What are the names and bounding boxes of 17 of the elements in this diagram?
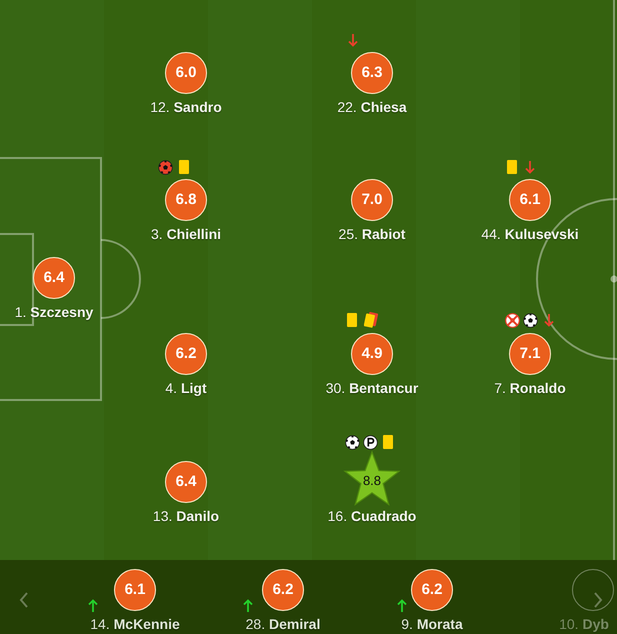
player-name: 3. Chiellini bbox=[150, 226, 222, 242]
player-name: 1. Szczesny bbox=[14, 304, 94, 320]
player-name: 4. Ligt bbox=[165, 380, 207, 396]
star-rating-badge: 8.8 bbox=[343, 451, 401, 506]
player-name: 7. Ronaldo bbox=[494, 380, 566, 396]
player-name: 9. Morata bbox=[401, 616, 463, 632]
player-name: 12. Sandro bbox=[150, 99, 222, 115]
player-name: 14. McKennie bbox=[90, 616, 180, 632]
empty-rating-ring bbox=[572, 569, 614, 611]
player-name: 44. Kulusevski bbox=[481, 226, 579, 242]
player-name: 16. Cuadrado bbox=[328, 508, 416, 524]
player-name: 22. Chiesa bbox=[337, 99, 407, 115]
player-name: 10. Dyb bbox=[559, 616, 609, 632]
player-name: 28. Demiral bbox=[246, 616, 320, 632]
player-name: 25. Rabiot bbox=[338, 226, 406, 242]
player-name: 13. Danilo bbox=[152, 508, 220, 524]
player-name: 30. Bentancur bbox=[326, 380, 418, 396]
